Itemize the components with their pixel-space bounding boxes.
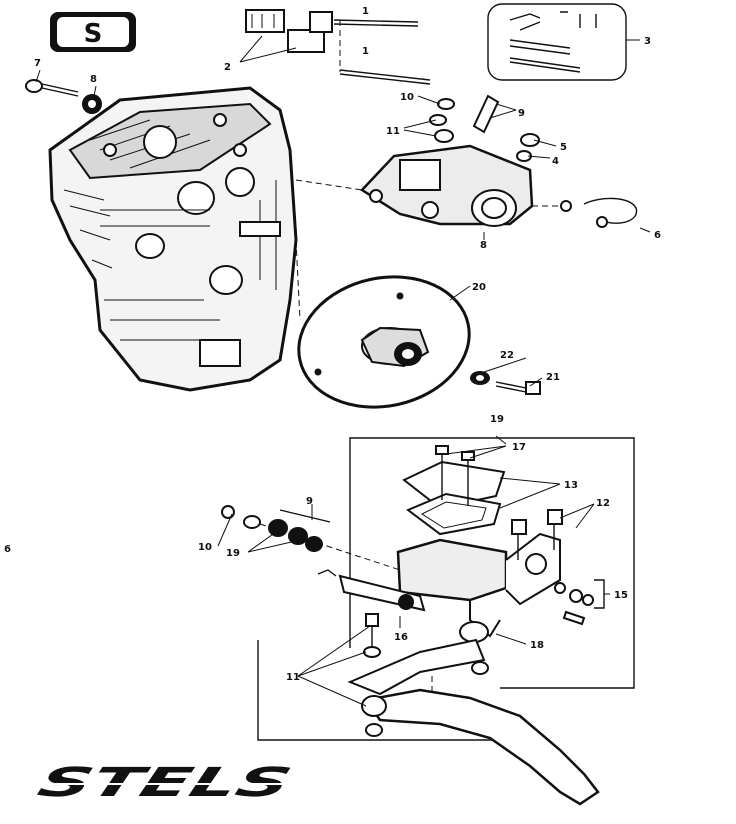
stels-wordmark-text: STELS [32, 759, 297, 806]
engine-block [48, 86, 298, 392]
washer-item-8 [82, 94, 102, 114]
kit-box-item-3 [487, 3, 627, 81]
master-cylinder-bracket [257, 437, 635, 741]
master-cylinder-body [317, 509, 563, 643]
callout-8b: 8 [480, 240, 487, 251]
logo-letter: S [84, 19, 103, 49]
callout-7: 7 [34, 58, 41, 69]
callout-15: 15 [614, 590, 628, 601]
parts-item-2-blocks [245, 9, 333, 53]
bolt-item-21 [495, 381, 541, 395]
callout-22: 22 [500, 350, 514, 361]
callout-5: 5 [560, 142, 567, 153]
brake-caliper-upper [295, 94, 638, 228]
callout-2: 2 [224, 62, 231, 73]
callout-8: 8 [90, 74, 97, 85]
callout-1b: 1 [362, 46, 369, 57]
callout-labels: 1 1 2 3 7 8 10 11 9 5 4 8 6 20 22 21 19 … [4, 6, 661, 683]
brand-logo: S [50, 12, 136, 52]
callout-9: 9 [518, 108, 525, 119]
callout-4: 4 [552, 156, 559, 167]
callout-11b: 11 [286, 672, 300, 683]
parts-item-1-rods [333, 19, 431, 85]
brake-disc-item-20 [295, 239, 471, 409]
reservoir-cover-item-13 [402, 460, 506, 536]
part-item-18 [363, 613, 433, 704]
callout-11: 11 [386, 126, 400, 137]
screws-item-17 [435, 445, 475, 506]
callout-17: 17 [512, 442, 526, 453]
stels-wordmark: STELS [30, 759, 340, 806]
leader-lines [35, 35, 651, 707]
callout-20: 20 [472, 282, 486, 293]
parts-items-15-16 [554, 579, 605, 626]
callout-12: 12 [596, 498, 610, 509]
callout-6: 6 [654, 230, 661, 241]
callout-10b: 10 [198, 542, 212, 553]
callout-1a: 1 [362, 6, 369, 17]
callout-6b: 6 [4, 544, 11, 555]
callout-13: 13 [564, 480, 578, 491]
callout-10: 10 [400, 92, 414, 103]
callout-19b: 19 [226, 548, 240, 559]
bolt-item-7 [25, 79, 79, 97]
brake-lever [347, 638, 600, 806]
callout-21: 21 [546, 372, 560, 383]
seals-items-10-19 [221, 505, 401, 571]
callout-19: 19 [490, 414, 504, 425]
washer-item-22 [470, 371, 490, 385]
callout-16: 16 [394, 632, 408, 643]
callout-18: 18 [530, 640, 544, 651]
callout-3: 3 [644, 36, 651, 47]
callout-9b: 9 [306, 496, 313, 507]
